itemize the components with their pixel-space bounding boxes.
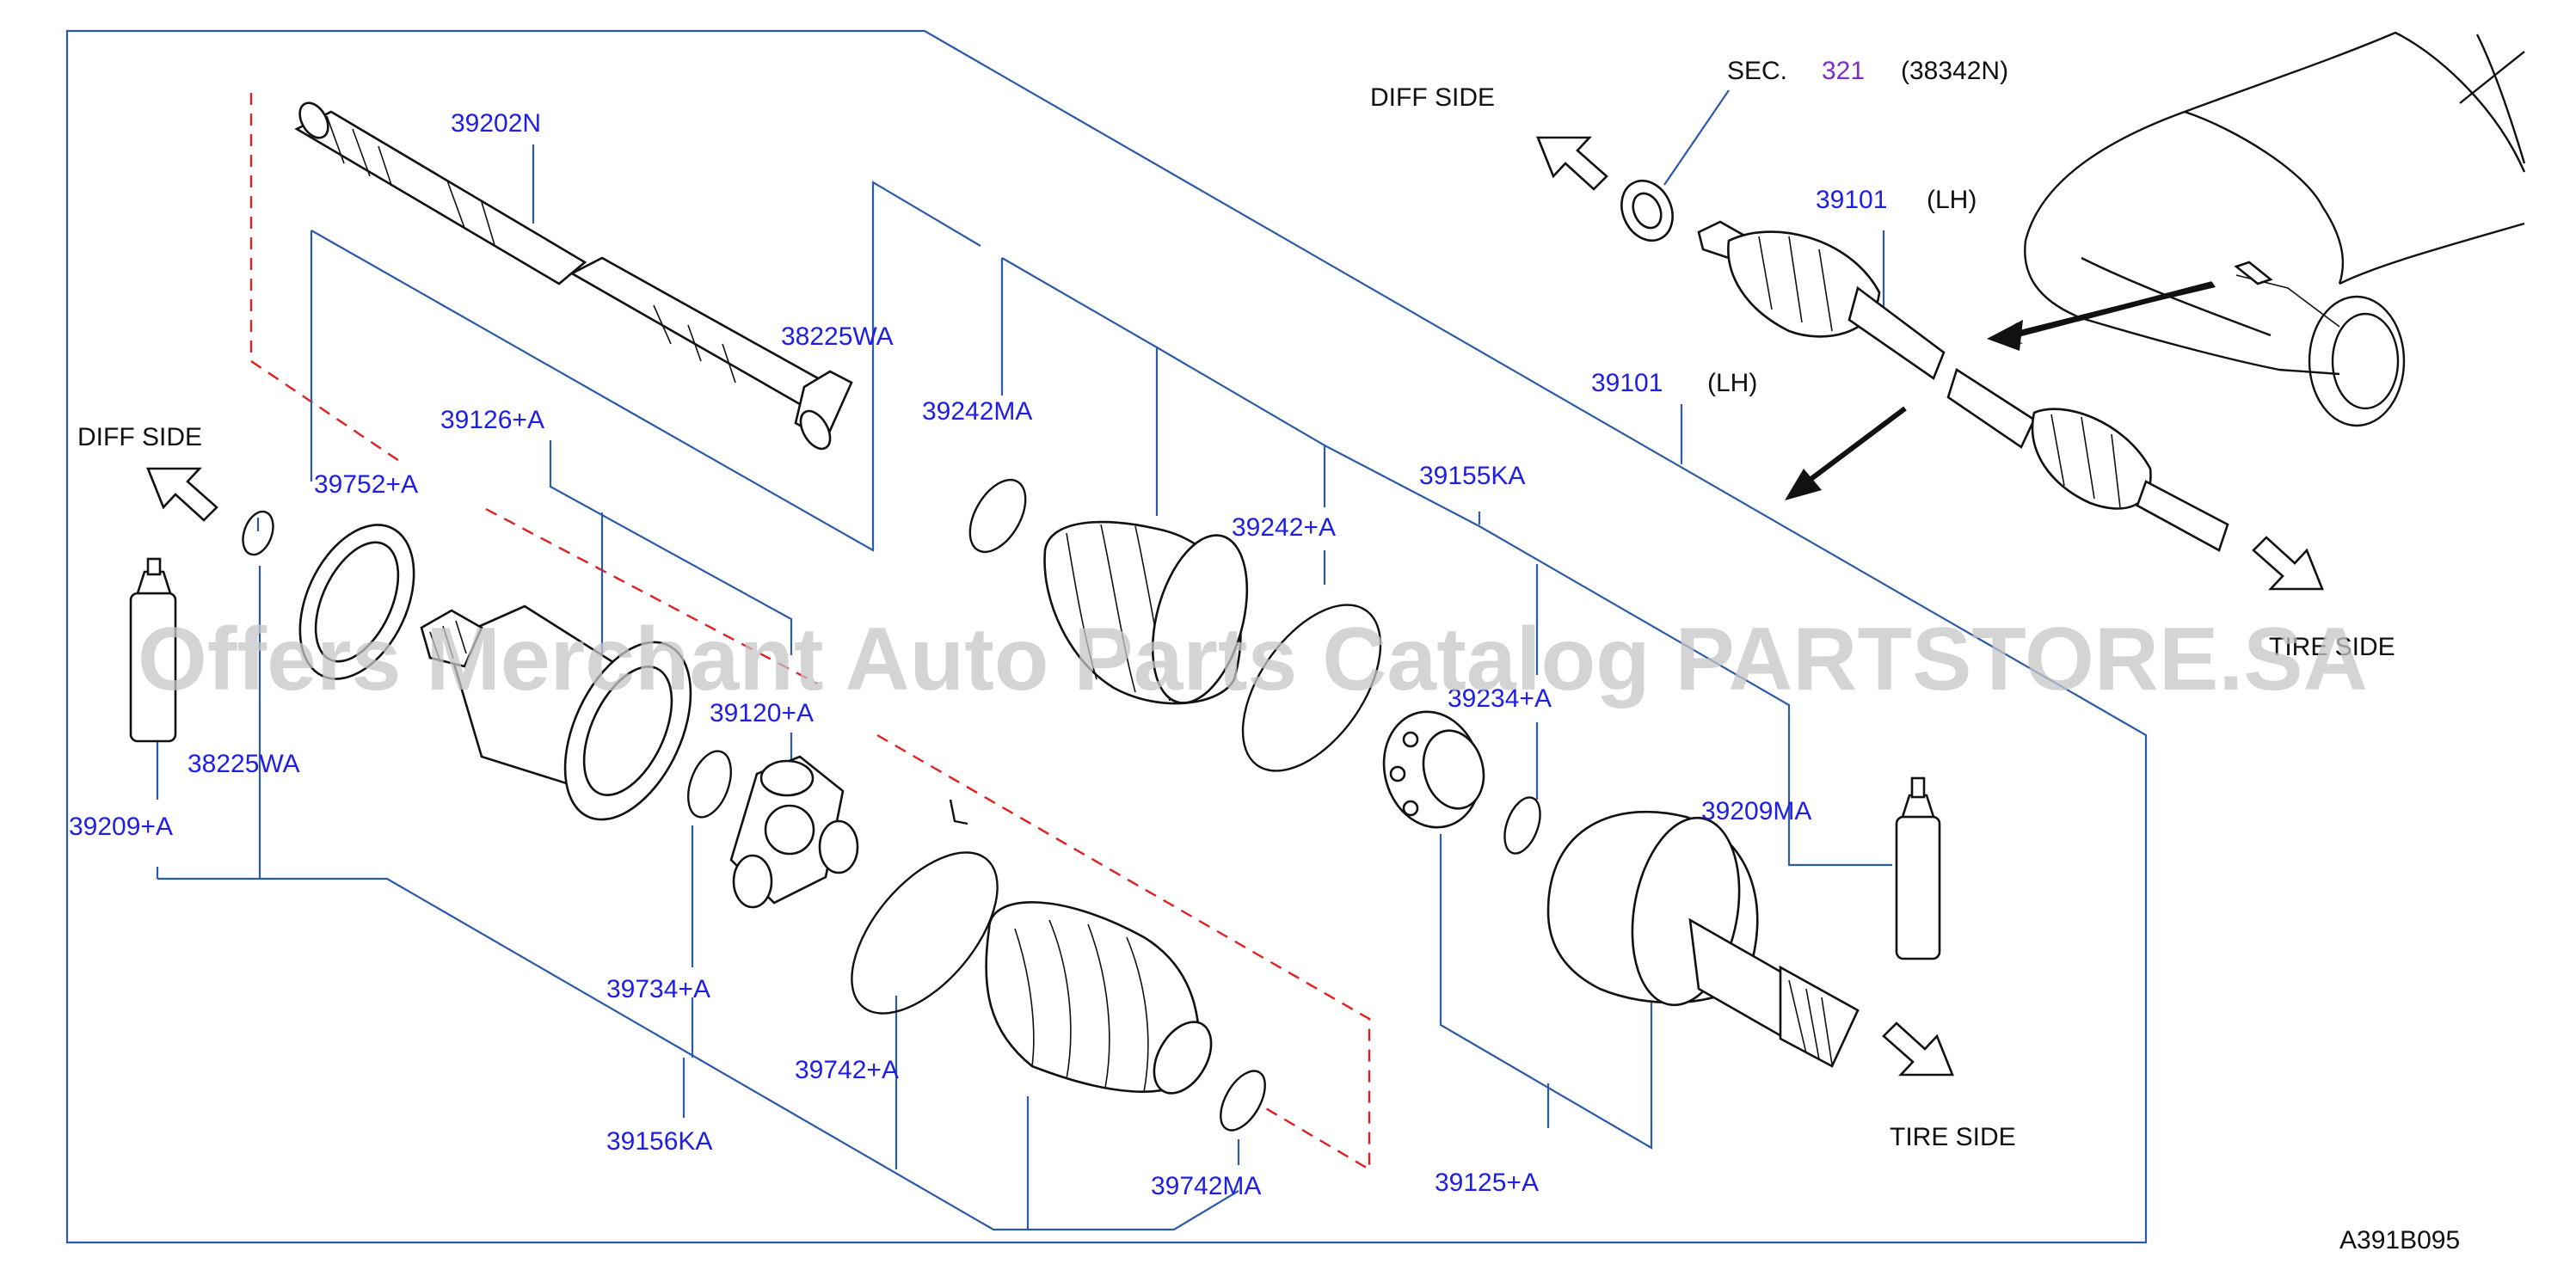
sec-prefix: SEC. <box>1727 57 1787 85</box>
bearing-cage-39155 <box>1382 710 1485 829</box>
band-clamp-39242ma <box>968 478 1027 554</box>
spider-assembly-39120 <box>729 755 859 909</box>
boot-39242 <box>1043 520 1249 705</box>
car-outline <box>2024 31 2526 427</box>
exploded-view-frame <box>65 29 2148 1244</box>
part-label-39101-upper[interactable]: 39101 <box>1816 186 1887 214</box>
snap-ring-39734 <box>687 750 732 819</box>
boot-39156 <box>985 901 1213 1095</box>
part-label-39155ka[interactable]: 39155KA <box>1419 462 1525 490</box>
outer-joint-39125 <box>1546 810 1860 1068</box>
part-label-39209a[interactable]: 39209+A <box>69 813 173 841</box>
part-label-39125a[interactable]: 39125+A <box>1435 1169 1539 1197</box>
grease-tube-right <box>1895 776 1941 960</box>
part-label-39101-lower[interactable]: 39101 <box>1591 369 1663 397</box>
band-clamp-39742ma <box>1220 1070 1266 1132</box>
seal-38342n <box>1620 179 1674 242</box>
leader-lines <box>156 89 1892 1231</box>
tire-side-label-right: TIRE SIDE <box>2269 633 2395 661</box>
boot-band-39242a <box>1241 604 1382 772</box>
side-mark-lh-lower: (LH) <box>1707 369 1757 397</box>
part-label-39242ma[interactable]: 39242MA <box>922 397 1032 426</box>
part-label-39120a[interactable]: 39120+A <box>710 699 814 727</box>
part-label-38225wa-left[interactable]: 38225WA <box>188 750 300 778</box>
sec-number-link[interactable]: 321 <box>1822 57 1865 85</box>
part-label-39202n[interactable]: 39202N <box>451 109 541 138</box>
drive-shaft-assembly-39101 <box>1697 220 2229 552</box>
part-label-39126a[interactable]: 39126+A <box>440 406 544 434</box>
part-label-39234a[interactable]: 39234+A <box>1448 684 1552 713</box>
phantom-lines <box>249 93 1371 1172</box>
part-label-39209ma[interactable]: 39209MA <box>1701 797 1811 825</box>
diff-side-label-right: DIFF SIDE <box>1370 83 1495 112</box>
watermark-text: Offers Merchant Auto Parts Catalog PARTS… <box>138 610 2368 709</box>
diagram-code: A391B095 <box>2339 1226 2460 1255</box>
hollow-arrows <box>146 136 2324 1077</box>
part-label-39752a[interactable]: 39752+A <box>314 470 418 499</box>
boot-band-39742 <box>851 799 999 1015</box>
boot-band-clip-39752 <box>242 510 274 556</box>
circlip-39234 <box>1503 796 1541 855</box>
housing-39120 <box>420 604 692 821</box>
section-labels: DIFF SIDE DIFF SIDE TIRE SIDE TIRE SIDE <box>77 83 2395 1151</box>
side-mark-lh-upper: (LH) <box>1927 186 1977 214</box>
part-label-39242a[interactable]: 39242+A <box>1232 513 1336 542</box>
sec-code: (38342N) <box>1901 57 2008 85</box>
part-label-39742ma[interactable]: 39742MA <box>1151 1172 1261 1200</box>
part-label-39156ka[interactable]: 39156KA <box>606 1127 712 1156</box>
part-label-39742a[interactable]: 39742+A <box>795 1056 899 1084</box>
part-label-38225wa-top[interactable]: 38225WA <box>781 322 894 351</box>
seal-ring-39126 <box>298 524 415 680</box>
solid-arrows <box>1785 281 2216 500</box>
grease-tube-left <box>129 557 177 743</box>
part-number-labels: 39202N 38225WA 39126+A 39752+A 38225WA 3… <box>69 109 1977 1200</box>
sec-reference: SEC. 321 (38342N) <box>1727 57 2008 85</box>
diff-side-label-left: DIFF SIDE <box>77 423 202 451</box>
tire-side-label-bottom: TIRE SIDE <box>1890 1123 2016 1151</box>
shaft-39202n <box>294 101 853 451</box>
part-label-39734a[interactable]: 39734+A <box>606 975 710 1003</box>
